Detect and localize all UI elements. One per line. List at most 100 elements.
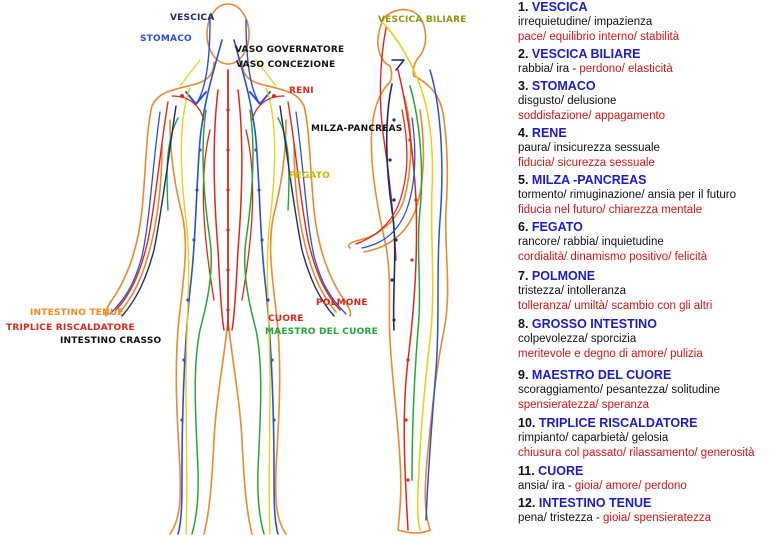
legend-entry-negative: ansia/ ira	[518, 480, 565, 492]
legend-entry-name: STOMACO	[531, 79, 596, 93]
legend-entry-positive: meritevole e degno di amore/ pulizia	[518, 348, 703, 360]
legend-entry-line: tormento/ rimuginazione/ ansia per il fu…	[518, 188, 780, 203]
legend-entry-line: tristezza/ intolleranza	[518, 284, 780, 299]
legend-entry-number: 10.	[518, 416, 536, 430]
label-intestino-crasso: INTESTINO CRASSO	[60, 336, 162, 346]
legend-entry-title: 8. GROSSO INTESTINO	[518, 317, 780, 332]
legend-entry-title: 9. MAESTRO DEL CUORE	[518, 368, 780, 383]
legend-entry-positive: fiducia/ sicurezza sessuale	[518, 157, 655, 169]
legend-entry-positive: chiusura col passato/ rilassamento/ gene…	[518, 447, 755, 459]
legend-entry-positive: spensieratezza/ speranza	[518, 399, 650, 411]
legend-entry-name: TRIPLICE RISCALDATORE	[538, 416, 698, 430]
legend-entry-title: 11. CUORE	[518, 464, 780, 479]
legend-entry-line: fiducia/ sicurezza sessuale	[518, 156, 780, 171]
legend-entry-negative: tristezza/ intolleranza	[518, 285, 627, 297]
legend-entry-number: 6.	[518, 220, 529, 234]
legend-entry-title: 3. STOMACO	[518, 79, 780, 94]
legend-entry-line: rimpianto/ caparbietà/ gelosia	[518, 431, 780, 446]
legend-entry-name: MILZA -PANCREAS	[531, 173, 647, 187]
legend-entry-title: 12. INTESTINO TENUE	[518, 496, 780, 511]
legend-entry-title: 10. TRIPLICE RISCALDATORE	[518, 416, 780, 431]
legend-entry-number: 5.	[518, 173, 529, 187]
legend-entry-name: GROSSO INTESTINO	[531, 317, 657, 331]
legend-entry-line: chiusura col passato/ rilassamento/ gene…	[518, 446, 780, 461]
label-triplice-riscaldatore: TRIPLICE RISCALDATORE	[6, 323, 135, 333]
legend-entry-name: CUORE	[538, 464, 584, 478]
legend-entry-line: ansia/ ira - gioia/ amore/ perdono	[518, 479, 780, 494]
label-vaso-governatore: VASO GOVERNATORE	[235, 45, 345, 55]
legend-entry-positive: soddisfazione/ appagamento	[518, 110, 666, 122]
legend-entry-number: 11.	[518, 464, 535, 478]
legend-entry-name: VESCICA BILIARE	[531, 47, 641, 61]
legend-entry-number: 1.	[518, 0, 529, 14]
legend-entry-separator: -	[564, 480, 575, 492]
legend-entry-number: 12.	[518, 496, 536, 510]
legend-entry-negative: rimpianto/ caparbietà/ gelosia	[518, 432, 669, 444]
legend-entry-positive: gioia/ amore/ perdono	[574, 480, 687, 492]
side-yellow-line	[381, 21, 434, 531]
legend-entry-line: fiducia nel futuro/ chiarezza mentale	[518, 203, 780, 218]
legend-entry-line: rancore/ rabbia/ inquietudine	[518, 235, 780, 250]
legend-entry-name: FEGATO	[531, 220, 583, 234]
legend-entry-number: 2.	[518, 47, 529, 61]
legend-entry-name: RENE	[531, 126, 567, 140]
label-cuore: CUORE	[268, 314, 304, 324]
legend-entry-negative: paura/ insicurezza sessuale	[518, 142, 660, 154]
legend-entry-title: 7. POLMONE	[518, 269, 780, 284]
label-polmone: POLMONE	[316, 298, 368, 308]
legend-entry-title: 4. RENE	[518, 126, 780, 141]
legend-entry-number: 7.	[518, 269, 529, 283]
legend-entry-line: pace/ equilibrio interno/ stabilità	[518, 30, 780, 45]
legend-entry-positive: fiducia nel futuro/ chiarezza mentale	[518, 204, 703, 216]
legend-entry-negative: disgusto/ delusione	[518, 95, 617, 107]
legend-entry-line: cordialità/ dinamismo positivo/ felicità	[518, 250, 780, 265]
body-meridian-illustration	[104, 3, 449, 535]
legend-entry-name: INTESTINO TENUE	[538, 496, 652, 510]
legend-entry-negative: irrequietudine/ impazienza	[518, 16, 653, 28]
legend-entry-negative: pena/ tristezza	[518, 512, 593, 524]
legend-entry-number: 9.	[518, 368, 529, 382]
legend-entry-line: rabbia/ ira - perdono/ elasticità	[518, 62, 780, 77]
legend-entry-title: 6. FEGATO	[518, 220, 780, 235]
legend-entry-positive: gioia/ spensieratezza	[603, 512, 712, 524]
label-vescica: VESCICA	[170, 13, 215, 23]
legend-entry-name: POLMONE	[531, 269, 596, 283]
label-vescica-biliare: VESCICA BILIARE	[378, 15, 467, 25]
legend-entry-line: colpevolezza/ sporcizia	[518, 332, 780, 347]
legend-entry-separator: -	[592, 512, 604, 524]
meridian-figure: VESCICA STOMACO VASO GOVERNATORE VASO CO…	[6, 3, 467, 535]
legend-entry-title: 2. VESCICA BILIARE	[518, 47, 780, 62]
legend-entry-separator: -	[569, 63, 580, 75]
legend-entry-name: MAESTRO DEL CUORE	[531, 368, 672, 382]
label-stomaco: STOMACO	[140, 34, 192, 44]
legend-entry-negative: scoraggiamento/ pesantezza/ solitudine	[518, 384, 721, 396]
legend-entry-negative: colpevolezza/ sporcizia	[518, 333, 637, 345]
label-intestino-tenue: INTESTINO TENUE	[30, 308, 124, 318]
label-milza-pancreas: MILZA-PANCREAS	[311, 124, 403, 134]
legend-entry-line: disgusto/ delusione	[518, 94, 780, 109]
legend-entry-line: scoraggiamento/ pesantezza/ solitudine	[518, 383, 780, 398]
legend-entry-line: irrequietudine/ impazienza	[518, 15, 780, 30]
legend-entry-title: 1. VESCICA	[518, 0, 780, 15]
front-body-outline	[104, 3, 352, 535]
legend-entry-name: VESCICA	[531, 0, 588, 14]
label-reni: RENI	[289, 86, 314, 96]
legend-entry-line: spensieratezza/ speranza	[518, 398, 780, 413]
legend-entry-number: 3.	[518, 79, 529, 93]
legend-entry-number: 8.	[518, 317, 529, 331]
legend-entry-negative: rabbia/ ira	[518, 63, 570, 75]
legend-entry-positive: pace/ equilibrio interno/ stabilità	[518, 31, 680, 43]
legend-entry-positive: cordialità/ dinamismo positivo/ felicità	[518, 251, 708, 263]
